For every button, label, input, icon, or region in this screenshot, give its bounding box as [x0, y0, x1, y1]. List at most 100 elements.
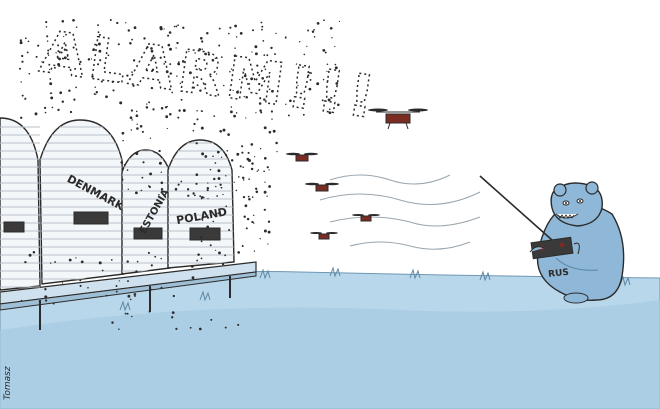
bee: [44, 299, 48, 302]
bee: [72, 18, 75, 22]
bee: [200, 257, 203, 260]
bee: [211, 58, 215, 62]
bee: [97, 42, 101, 46]
hive-poland: POLAND: [167, 139, 235, 269]
bee: [261, 25, 264, 28]
bee: [150, 264, 153, 267]
bee: [61, 100, 64, 103]
bee: [326, 70, 328, 73]
bee: [223, 84, 225, 87]
drone-mid-1: [286, 152, 318, 162]
bee: [57, 62, 61, 66]
bee: [216, 195, 219, 197]
bee: [127, 280, 129, 283]
grass-tufts: [119, 266, 631, 312]
bee: [316, 82, 320, 86]
bee: [270, 46, 273, 50]
bee: [229, 26, 232, 29]
artist-signature: Tomasz: [3, 366, 13, 400]
bee: [218, 27, 221, 30]
bee: [190, 264, 194, 268]
bee: [175, 25, 178, 28]
bee: [251, 220, 254, 224]
bee: [74, 67, 77, 70]
bee: [178, 109, 181, 112]
bee: [230, 159, 234, 162]
bee: [200, 110, 203, 112]
bee: [169, 72, 173, 75]
bee: [105, 95, 108, 99]
bee: [189, 326, 192, 329]
bee: [131, 71, 133, 73]
bee: [284, 36, 287, 39]
bee: [201, 48, 203, 50]
bee: [308, 71, 311, 74]
bee: [229, 70, 231, 73]
bee: [338, 20, 341, 23]
bee: [261, 28, 263, 31]
bee: [43, 106, 47, 110]
bee: [239, 32, 243, 35]
bee: [224, 326, 227, 329]
bee: [253, 156, 256, 158]
bee: [232, 89, 234, 92]
bee: [228, 229, 231, 231]
bee: [112, 89, 115, 92]
bee: [199, 89, 202, 92]
bee: [207, 53, 211, 56]
bee: [250, 167, 254, 171]
bee: [150, 86, 154, 90]
bee: [261, 77, 264, 80]
bee: [34, 112, 38, 116]
controller-antenna: [479, 175, 553, 241]
bee: [287, 114, 290, 117]
hive-platform: [0, 261, 257, 330]
bee: [151, 68, 155, 72]
bee: [126, 260, 129, 263]
bee: [27, 40, 30, 43]
bee: [334, 63, 337, 66]
bee: [263, 190, 267, 194]
bee: [268, 130, 272, 134]
bee: [310, 72, 313, 74]
control-signal-waves: [319, 174, 481, 250]
bee: [127, 29, 131, 32]
bee: [181, 60, 185, 63]
bee: [201, 219, 204, 221]
bee: [24, 37, 27, 40]
bee: [149, 137, 152, 139]
bee: [87, 286, 89, 289]
bee: [99, 59, 102, 62]
bee: [119, 101, 123, 105]
bee: [177, 116, 180, 119]
bee: [101, 81, 103, 83]
bee: [200, 196, 204, 199]
bee: [139, 124, 143, 128]
bee: [97, 31, 100, 34]
bee: [75, 26, 78, 28]
bee: [194, 194, 196, 197]
bee: [48, 63, 51, 66]
bee: [118, 280, 120, 282]
bee: [241, 176, 245, 180]
bee: [147, 251, 150, 254]
bee: [264, 181, 266, 183]
bee: [44, 295, 48, 299]
hive-left-partial: [0, 117, 41, 291]
bee: [242, 166, 244, 168]
bee: [132, 59, 136, 62]
bee: [206, 189, 209, 192]
bee: [298, 40, 301, 43]
bee: [251, 162, 254, 165]
bee: [224, 254, 227, 257]
bee: [143, 37, 146, 40]
bee: [61, 20, 65, 23]
bee: [160, 181, 164, 185]
bee: [195, 173, 199, 177]
bee: [35, 55, 38, 58]
bee: [303, 53, 306, 56]
bee: [218, 44, 221, 47]
bee: [171, 91, 174, 94]
bee: [248, 198, 251, 201]
drone-mid-2: [305, 182, 339, 192]
